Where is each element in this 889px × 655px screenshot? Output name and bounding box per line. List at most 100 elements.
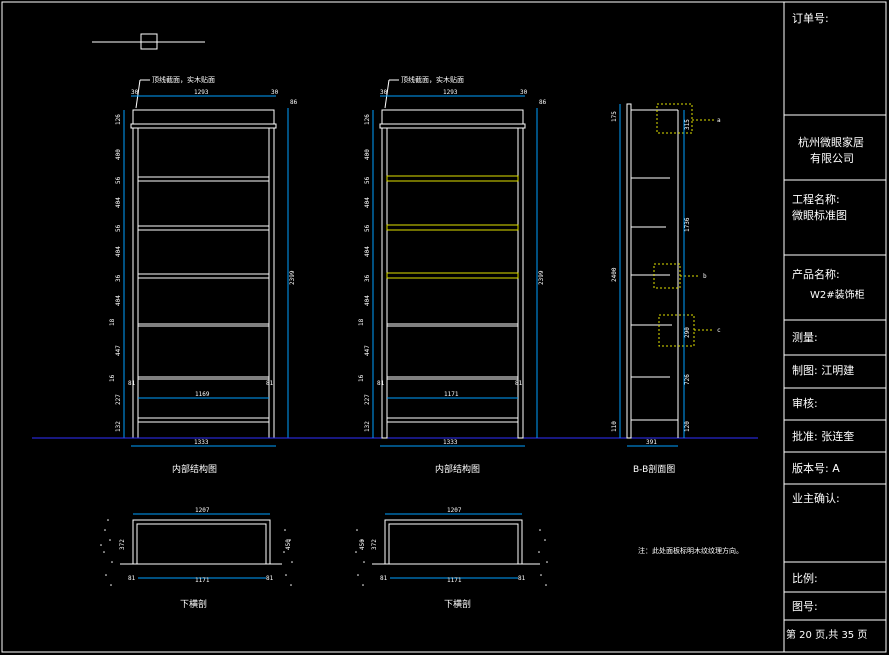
svg-text:227: 227 — [364, 394, 371, 405]
left-height-dims-1: 126 400 56 404 56 404 36 404 18 447 16 2… — [109, 114, 122, 432]
dim-top-width-2: 1293 — [443, 89, 458, 96]
plan2-dim-width: 1207 — [447, 507, 462, 514]
sec-dim-low: 726 — [684, 374, 691, 385]
dim-top-side-1: 30 — [131, 89, 139, 96]
elevation-view-2: 顶线截面，实木贴面 30 1293 30 86 2399 126 400 56 … — [358, 75, 547, 475]
detail-c-label: c — [717, 327, 721, 334]
dim-top-height-2: 86 — [539, 99, 547, 106]
tb-owner: 业主确认: — [792, 492, 840, 505]
glass-shelves — [386, 175, 519, 279]
svg-text:132: 132 — [364, 421, 371, 432]
tb-drawn: 制图: 江明建 — [792, 363, 854, 377]
tb-product-value: W2#装饰柜 — [810, 288, 865, 301]
plan1-dim-inner: 1171 — [195, 577, 210, 584]
dim-top-side-r-2: 30 — [520, 89, 528, 96]
elevation-view-1: 顶线截面，实木贴面 30 1293 30 86 2399 126 400 56 … — [109, 75, 298, 475]
dim-total-height-2: 2399 — [538, 270, 545, 285]
detail-b-label: b — [703, 273, 707, 280]
tb-page: 第 20 页,共 35 页 — [786, 628, 867, 641]
leader-note-1: 顶线截面，实木贴面 — [152, 75, 215, 84]
dim-side-b-1: 81 — [266, 380, 274, 387]
plan-view-2: 1207 1171 81 81 450 372 下横剖 — [355, 507, 548, 610]
sec-dim-total: 2400 — [611, 267, 618, 282]
svg-text:36: 36 — [115, 274, 122, 282]
caption-plan-1: 下横剖 — [180, 598, 207, 610]
tb-approve: 批准: 张连奎 — [792, 429, 854, 443]
leader-note-2: 顶线截面，实木贴面 — [401, 75, 464, 84]
svg-text:126: 126 — [364, 114, 371, 125]
svg-text:447: 447 — [115, 345, 122, 356]
plan2-dim-inner: 1171 — [447, 577, 462, 584]
svg-text:56: 56 — [364, 176, 371, 184]
wall-hatch-right-2 — [538, 529, 548, 586]
svg-text:404: 404 — [364, 197, 371, 208]
svg-text:16: 16 — [109, 374, 116, 382]
sec-dim-b: 120 — [684, 421, 691, 432]
plan1-dim-side-a: 81 — [128, 575, 136, 582]
wood-grain-note: 注：此处面板标明木纹纹理方向。 — [638, 546, 743, 555]
caption-view-2: 内部结构图 — [435, 463, 480, 475]
left-height-dims-2: 126 400 56 404 56 404 36 404 18 447 16 2… — [358, 114, 371, 432]
svg-text:56: 56 — [115, 176, 122, 184]
caption-view-3: B-B剖面图 — [633, 463, 675, 475]
title-block: 订单号: 杭州微眼家居 有限公司 工程名称: 微眼标准图 产品名称: W2#装饰… — [783, 1, 887, 653]
dim-side-a-1: 81 — [128, 380, 136, 387]
svg-text:400: 400 — [364, 149, 371, 160]
dim-side-a-2: 81 — [377, 380, 385, 387]
svg-text:18: 18 — [358, 318, 365, 326]
svg-text:132: 132 — [115, 421, 122, 432]
dim-side-b-2: 81 — [515, 380, 523, 387]
detail-a-label: a — [717, 117, 721, 124]
sec-dim-depth: 391 — [646, 439, 657, 446]
caption-view-1: 内部结构图 — [172, 463, 217, 475]
tb-version: 版本号: A — [792, 461, 840, 475]
dim-inner-width-1: 1169 — [195, 391, 210, 398]
wall-hatch-left-1 — [100, 519, 113, 586]
svg-text:16: 16 — [358, 374, 365, 382]
svg-text:404: 404 — [115, 295, 122, 306]
tb-product-label: 产品名称: — [792, 267, 840, 281]
dim-total-width-2: 1333 — [443, 439, 458, 446]
plan2-dim-depth2: 450 — [359, 539, 366, 550]
dim-top-width-1: 1293 — [194, 89, 209, 96]
sec-dim-mid: 1736 — [684, 217, 691, 232]
tb-review: 审核: — [792, 396, 818, 410]
caption-plan-2: 下横剖 — [444, 598, 471, 610]
plan1-dim-depth2: 450 — [285, 539, 292, 550]
plan2-dim-side-a: 81 — [380, 575, 388, 582]
sec-dim-bottom: 110 — [611, 421, 618, 432]
tb-drawing-no: 图号: — [792, 600, 818, 613]
wall-hatch-right-1 — [283, 529, 293, 586]
plan1-dim-width: 1207 — [195, 507, 210, 514]
plan1-dim-depth: 372 — [119, 539, 126, 550]
svg-text:447: 447 — [364, 345, 371, 356]
sec-dim-top: 175 — [611, 111, 618, 122]
sec-dim-c: 290 — [684, 327, 691, 338]
svg-text:404: 404 — [364, 246, 371, 257]
wall-hatch-left-2 — [355, 529, 365, 586]
tb-project-label: 工程名称: — [792, 192, 840, 206]
svg-text:36: 36 — [364, 274, 371, 282]
svg-text:404: 404 — [115, 197, 122, 208]
plan2-dim-depth: 372 — [371, 539, 378, 550]
svg-text:400: 400 — [115, 149, 122, 160]
plan2-dim-side-b: 81 — [518, 575, 526, 582]
tb-scale: 比例: — [792, 571, 818, 585]
dim-inner-width-2: 1171 — [444, 391, 459, 398]
plan1-dim-side-b: 81 — [266, 575, 274, 582]
dim-top-height-1: 86 — [290, 99, 298, 106]
dim-top-side-2: 30 — [380, 89, 388, 96]
tb-company: 杭州微眼家居 — [798, 135, 864, 149]
tb-survey: 测量: — [792, 331, 818, 344]
svg-text:56: 56 — [364, 224, 371, 232]
dim-top-side-r-1: 30 — [271, 89, 279, 96]
svg-text:56: 56 — [115, 224, 122, 232]
section-symbol — [92, 33, 205, 50]
svg-text:404: 404 — [364, 295, 371, 306]
tb-company2: 有限公司 — [810, 151, 854, 165]
dim-total-width-1: 1333 — [194, 439, 209, 446]
svg-text:404: 404 — [115, 246, 122, 257]
svg-text:227: 227 — [115, 394, 122, 405]
